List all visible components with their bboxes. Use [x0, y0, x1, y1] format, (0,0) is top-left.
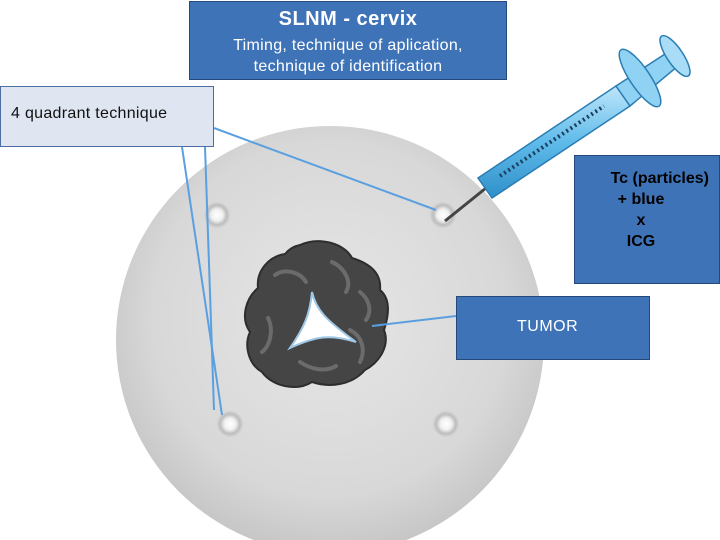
title-box: SLNM - cervix Timing, technique of aplic…	[189, 1, 507, 80]
page-title: SLNM - cervix	[190, 8, 506, 31]
tracer-box: Tc (particles) + blue x ICG	[574, 155, 720, 284]
tracer-line-1: Tc (particles)	[575, 168, 709, 189]
injection-site-lower-left	[217, 411, 243, 437]
subtitle-line-1: Timing, technique of aplication,	[198, 35, 498, 56]
tracer-line-3: x	[575, 210, 707, 231]
subtitle-line-2: technique of identification	[198, 56, 498, 77]
tumor-label-box: TUMOR	[456, 296, 650, 360]
injection-site-lower-right	[433, 411, 459, 437]
page-subtitle: Timing, technique of aplication, techniq…	[190, 35, 506, 77]
quadrant-technique-label: 4 quadrant technique	[0, 86, 214, 147]
tracer-line-2: + blue	[575, 189, 707, 210]
tracer-line-4: ICG	[575, 231, 707, 252]
